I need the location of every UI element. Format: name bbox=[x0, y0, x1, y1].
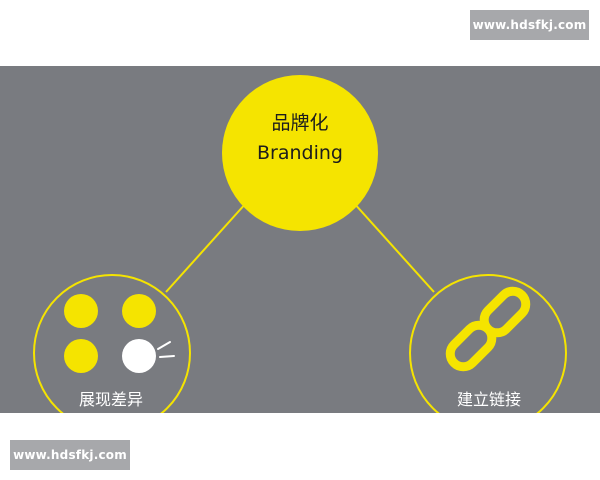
hub-title-cn: 品牌化 bbox=[271, 112, 329, 134]
watermark-top: www.hdsfkj.com bbox=[470, 10, 589, 40]
link-icon bbox=[445, 286, 531, 372]
node-circle-right bbox=[409, 274, 567, 413]
node-circle-left bbox=[33, 274, 191, 413]
dots-icon bbox=[64, 294, 175, 373]
diagram-panel bbox=[0, 66, 600, 413]
diagram-svg bbox=[33, 75, 567, 413]
connector-line-left bbox=[165, 201, 248, 293]
node-label-right: 建立链接 bbox=[456, 390, 521, 409]
hub-circle bbox=[222, 75, 378, 231]
node-label-left: 展现差异 bbox=[78, 390, 143, 409]
hub-label: 品牌化 Branding bbox=[225, 110, 375, 166]
hub-title-en: Branding bbox=[257, 142, 343, 164]
connector-line-right bbox=[352, 201, 435, 293]
watermark-bottom: www.hdsfkj.com bbox=[10, 440, 130, 470]
